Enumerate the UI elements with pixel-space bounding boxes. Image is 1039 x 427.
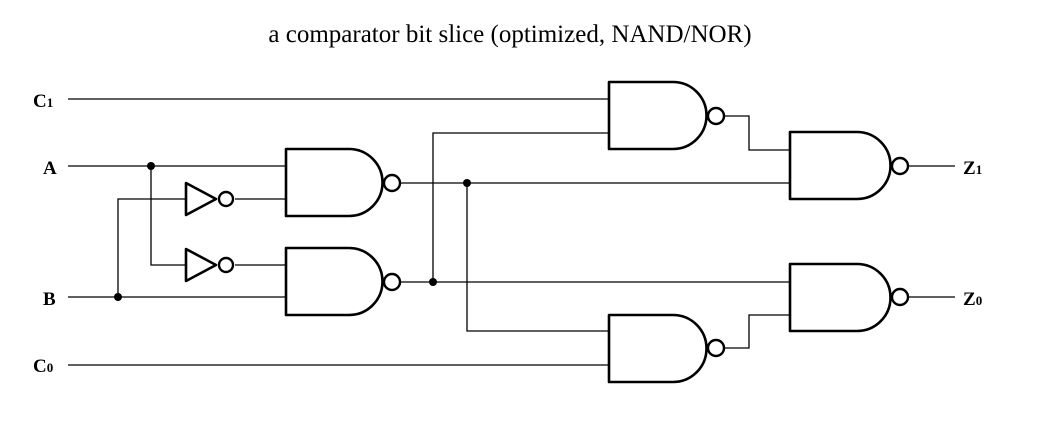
nand-gate-1	[284, 147, 402, 218]
nand-gate-4	[788, 130, 910, 201]
wires	[68, 98, 955, 366]
input-label-c0: C0	[33, 356, 53, 377]
wire-nand5-to-nand6	[725, 314, 790, 349]
wire-nand1-to-nand5	[466, 183, 609, 332]
junction-dot-a	[147, 162, 155, 170]
input-label-c1: C1	[33, 91, 53, 112]
nand-gate-6	[788, 262, 910, 333]
nand-gate-3	[607, 80, 726, 151]
output-label-z0: Z0	[963, 289, 982, 310]
junction-dot-nand2-out	[429, 278, 437, 286]
wire-a-to-inverter2	[150, 166, 186, 266]
output-label-z1: Z1	[963, 158, 982, 179]
nand-gate-5	[607, 313, 726, 384]
inverter-2	[184, 247, 235, 283]
wire-nand2-to-nand3	[432, 132, 609, 282]
nand-gate-2	[284, 246, 402, 317]
wire-nand3-to-nand4	[725, 115, 790, 151]
junction-dot-b	[114, 293, 122, 301]
junction-dot-nand1-out	[463, 179, 471, 187]
inverter-1	[184, 181, 235, 217]
input-label-a: A	[43, 158, 57, 179]
diagram-title: a comparator bit slice (optimized, NAND/…	[268, 21, 751, 48]
wire-b-to-inverter1	[117, 198, 186, 297]
input-label-b: B	[43, 289, 56, 310]
